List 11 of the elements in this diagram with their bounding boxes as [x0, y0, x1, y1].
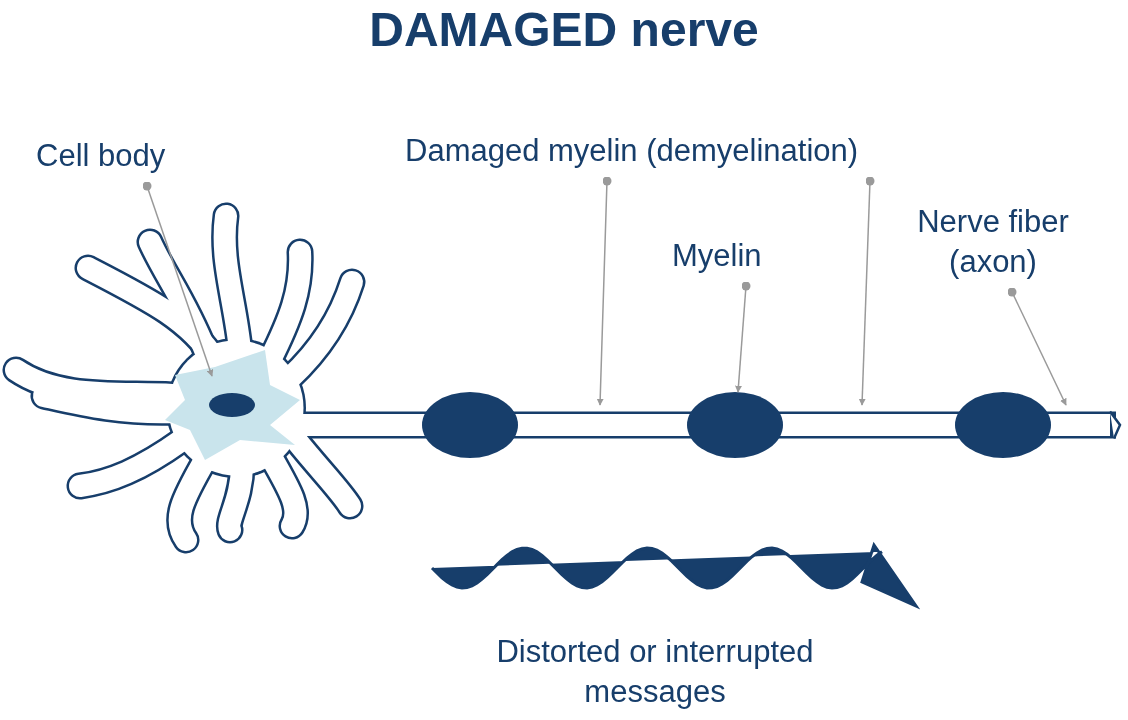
- part-label: Cell body: [36, 138, 166, 173]
- leader-line: [142, 181, 214, 377]
- leader-line: [735, 281, 751, 393]
- part-label: Nerve fiber (axon): [917, 204, 1069, 279]
- part-label: Myelin: [672, 238, 762, 273]
- caption-note: Distorted or interrupted messages: [495, 633, 815, 711]
- title: DAMAGED nerve: [368, 2, 760, 58]
- leader-line: [1007, 287, 1067, 406]
- part-label: Damaged myelin (demyelination): [405, 133, 859, 168]
- leader-line: [596, 176, 612, 406]
- leader-line: [858, 176, 875, 406]
